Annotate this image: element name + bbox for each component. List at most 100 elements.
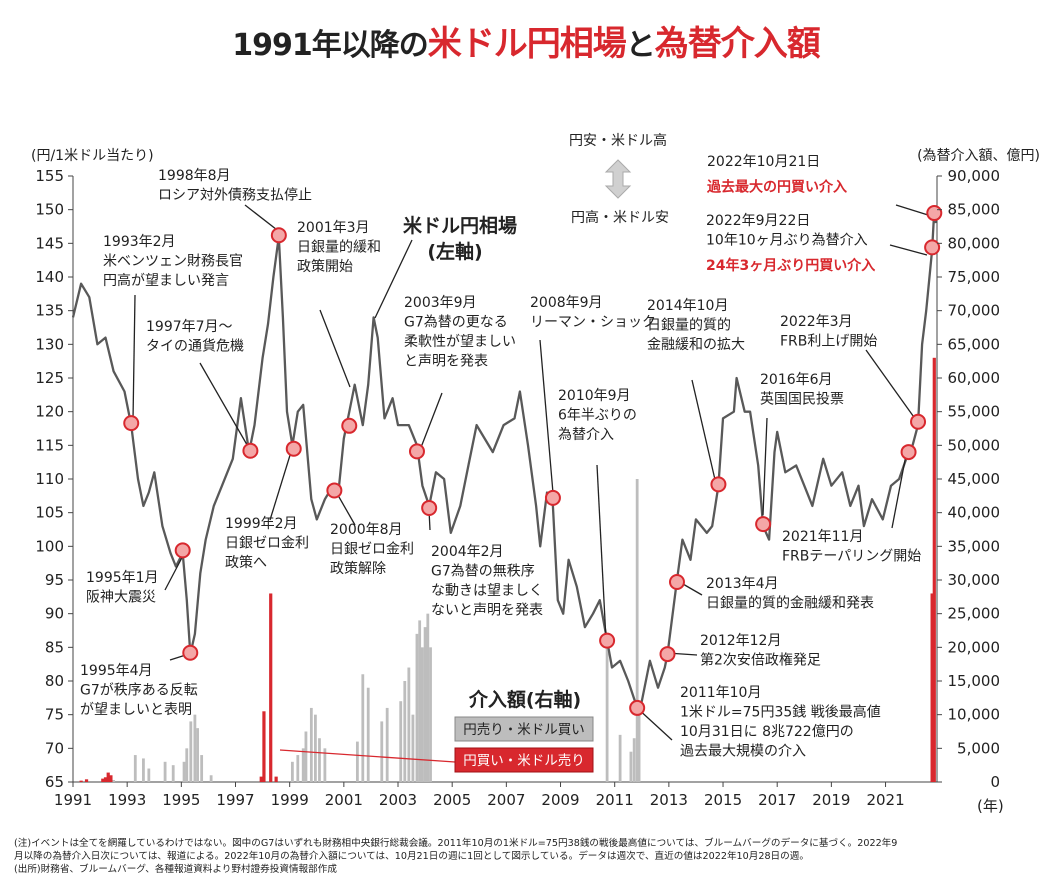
- intervention-bars: [79, 357, 936, 782]
- event-marker: [668, 574, 685, 591]
- event-marker: [659, 646, 676, 663]
- annotation-line: 阪神大震災: [86, 590, 156, 606]
- y-left-tick-label: 105: [35, 504, 64, 522]
- annotation-line: 過去最大規模の介入: [680, 744, 806, 760]
- annotation-line: 2000年8月: [330, 522, 403, 538]
- x-tick-label: 2013: [650, 791, 688, 809]
- intervention-bar-buy-yen: [269, 593, 273, 782]
- intervention-bar-buy-yen: [930, 593, 934, 782]
- annotation-leader: [891, 454, 907, 529]
- annotation-line: 日銀量的質的: [647, 318, 731, 334]
- intervention-bar-buy-yen: [79, 780, 83, 782]
- annotation-line: 日銀ゼロ金利: [225, 536, 309, 552]
- y-right-tick-label: 50,000: [948, 436, 1001, 454]
- intervention-bar-sell-yen: [399, 701, 403, 782]
- intervention-bar-buy-yen: [274, 776, 278, 782]
- intervention-bar-buy-yen: [106, 772, 110, 782]
- intervention-bar-sell-yen: [301, 748, 305, 782]
- y-left-tick-label: 130: [35, 335, 64, 353]
- annotation-line: 日銀量的緩和: [297, 240, 381, 256]
- y-right-tick-label: 85,000: [948, 201, 1001, 219]
- y-right-tick-label: 10,000: [948, 706, 1001, 724]
- y-right-tick-label: 80,000: [948, 234, 1001, 252]
- right-axis-title: (為替介入額、億円): [917, 148, 1040, 164]
- annotation-leader: [319, 309, 351, 388]
- intervention-bar-sell-yen: [296, 755, 300, 782]
- title-mid: と: [625, 28, 656, 63]
- y-left-tick-label: 70: [45, 739, 64, 757]
- intervention-bar-buy-yen: [84, 779, 89, 782]
- intervention-bar-sell-yen: [200, 755, 204, 782]
- chart-svg: 6570758085909510010511011512012513013514…: [31, 132, 1040, 815]
- y-right-tick-label: 35,000: [948, 537, 1001, 555]
- legend-buy-yen-label: 円買い・米ドル売り: [463, 753, 585, 769]
- x-tick-label: 2001: [325, 791, 363, 809]
- legend-title: 介入額(右軸): [468, 688, 581, 711]
- usdjpy-line: [71, 208, 937, 710]
- annotation-line: 2022年9月22日: [706, 213, 810, 229]
- x-tick-label: 2015: [704, 791, 742, 809]
- y-right-tick-label: 70,000: [948, 302, 1001, 320]
- intervention-bar-sell-yen: [182, 761, 186, 782]
- annotation-line: 2008年9月: [530, 295, 603, 311]
- intervention-bar-buy-yen: [101, 778, 105, 782]
- legend-sell-yen-label: 円売り・米ドル買い: [463, 722, 585, 738]
- x-tick-label: 2005: [433, 791, 471, 809]
- event-marker: [270, 227, 287, 244]
- annotation-line: 2004年2月: [431, 544, 504, 560]
- y-right-tick-label: 65,000: [948, 335, 1001, 353]
- event-markers: [123, 205, 943, 716]
- annotation-red-line: 24年3ヶ月ぶり円買い介入: [706, 257, 875, 274]
- y-right-tick-label: 45,000: [948, 470, 1001, 488]
- event-marker: [926, 205, 943, 222]
- annotation-leader: [269, 451, 292, 521]
- title-prefix: 1991年以降の: [232, 28, 428, 63]
- intervention-bar-sell-yen: [304, 731, 308, 782]
- event-marker: [341, 417, 358, 434]
- intervention-bar-sell-yen: [420, 647, 424, 782]
- annotation-leader: [895, 204, 929, 216]
- annotation-leader: [279, 749, 456, 763]
- title-highlight-intervention: 為替介入額: [654, 24, 821, 64]
- annotation-leader: [762, 417, 768, 516]
- event-marker: [123, 415, 140, 432]
- intervention-bar-sell-yen: [429, 647, 432, 782]
- event-marker: [755, 516, 772, 533]
- intervention-bar-buy-yen: [262, 711, 266, 782]
- annotation-line: 2011年10月: [680, 685, 761, 701]
- annotation-a1997: 1997年7月～タイの通貨危機: [146, 319, 244, 355]
- y-left-tick-label: 75: [45, 706, 64, 724]
- y-right-tick-label: 75,000: [948, 268, 1001, 286]
- intervention-bar-sell-yen: [355, 741, 359, 782]
- event-marker: [421, 499, 438, 516]
- x-tick-label: 2003: [379, 791, 417, 809]
- intervention-bar-sell-yen: [196, 728, 199, 782]
- annotation-line: 1997年7月～: [146, 319, 233, 335]
- annotation-line: 2022年3月: [780, 314, 853, 330]
- y-right-tick-label: 30,000: [948, 571, 1001, 589]
- annotation-line: ロシア対外債務支払停止: [158, 187, 312, 204]
- series-label-line1: 米ドル円相場: [403, 214, 517, 237]
- annotation-line: 1993年2月: [103, 234, 176, 250]
- annotation-line: 1999年2月: [225, 516, 298, 532]
- annotation-line: 政策開始: [297, 258, 353, 275]
- annotation-line: と声明を発表: [404, 354, 488, 370]
- y-right-tick-label: 0: [990, 773, 1000, 791]
- chart-title: 1991年以降の米ドル円相場と為替介入額: [0, 16, 1052, 65]
- x-tick-label: 1991: [54, 791, 92, 809]
- usdjpy-line-group: [71, 208, 937, 710]
- event-marker: [710, 476, 727, 493]
- intervention-bar-sell-yen: [209, 775, 213, 782]
